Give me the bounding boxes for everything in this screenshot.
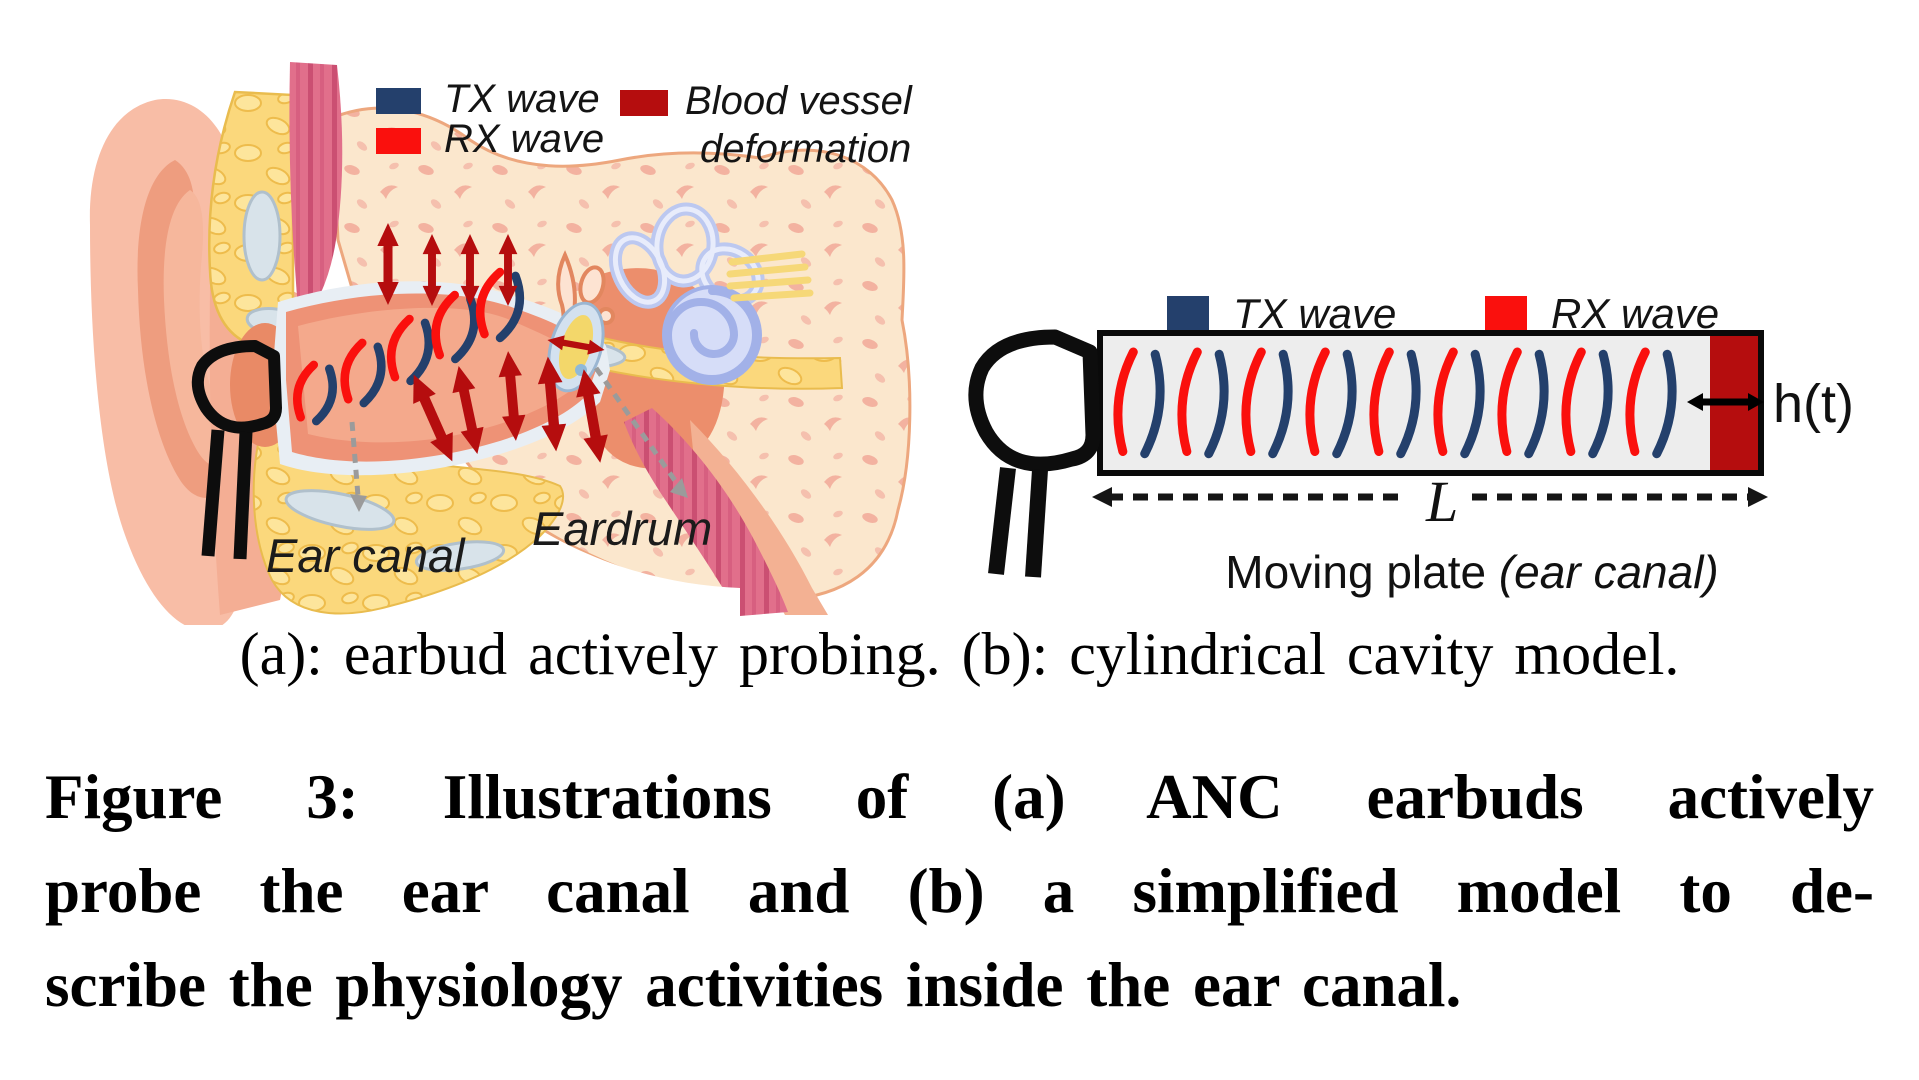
rx-wave-legend-label: RX wave xyxy=(444,117,604,161)
blood-vessel-swatch xyxy=(620,90,668,116)
tx-wave-legend-label: TX wave xyxy=(1233,290,1396,337)
caption-line-2: probe the ear canal and (b) a simplified… xyxy=(45,856,1874,926)
blood-vessel-legend-line1: Blood vessel xyxy=(685,79,913,123)
rx-wave-swatch xyxy=(376,128,421,154)
sub-caption: (a): earbud actively probing. (b): cylin… xyxy=(239,621,1680,687)
earbud-icon xyxy=(968,329,1101,578)
panel-a-legend: TX wave RX wave Blood vessel deformation xyxy=(376,77,913,171)
outer-ear-pinna xyxy=(89,99,244,625)
tx-rx-wave-arcs xyxy=(1113,347,1677,459)
ear-canal-label: Ear canal xyxy=(266,529,466,582)
jaw-muscle xyxy=(289,62,343,328)
moving-plate-label: Moving plate (ear canal) xyxy=(1225,546,1718,598)
neck-muscle xyxy=(624,408,828,616)
eardrum-label: Eardrum xyxy=(532,502,712,555)
earbud-icon xyxy=(191,340,282,560)
h-t-label: h(t) xyxy=(1773,374,1854,434)
length-label: L xyxy=(1425,469,1458,534)
ear-canal-tube xyxy=(272,281,610,476)
auditory-nerve xyxy=(726,250,814,302)
tx-rx-wave-arcs xyxy=(293,267,525,426)
caption-line-3: scribe the physiology activities inside … xyxy=(45,950,1462,1020)
blood-vessel-legend-line2: deformation xyxy=(700,127,911,171)
tx-wave-swatch xyxy=(376,88,421,114)
panel-a-illustration: Ear canal Eardrum TX wave RX wave Blood … xyxy=(89,62,913,625)
h-displacement-arrow xyxy=(1687,393,1764,411)
inner-ear-cochlea xyxy=(608,202,765,385)
ear-canal-pointer-arrow xyxy=(349,421,367,512)
rx-wave-swatch xyxy=(1485,296,1527,330)
figure-caption: Figure 3: Illustrations of (a) ANC earbu… xyxy=(45,750,1874,1032)
length-dashed-arrow xyxy=(1092,487,1768,507)
tx-wave-swatch xyxy=(1167,296,1209,330)
eardrum-pointer-arrow xyxy=(593,366,688,498)
tx-wave-legend-label: TX wave xyxy=(444,77,600,121)
caption-line-1: Figure 3: Illustrations of (a) ANC earbu… xyxy=(45,762,1874,832)
panel-b-legend: TX wave RX wave xyxy=(1167,290,1719,337)
rx-wave-legend-label: RX wave xyxy=(1551,290,1719,337)
panel-b-illustration: TX wave RX wave h(t) xyxy=(968,290,1854,598)
